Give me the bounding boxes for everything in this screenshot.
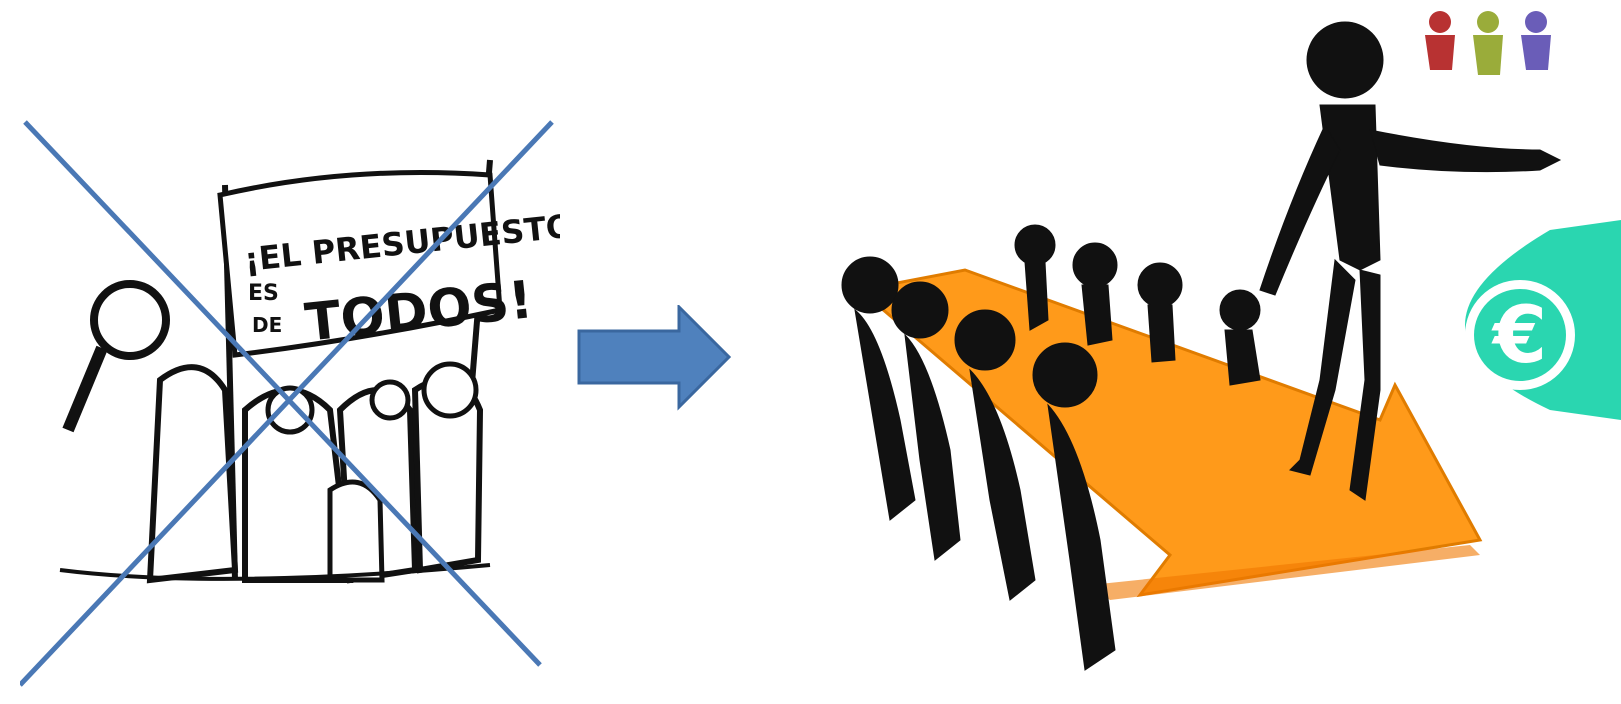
euro-badge-icon: € [1465, 220, 1621, 420]
euro-symbol: € [1491, 291, 1547, 381]
banner-line-2: ES [248, 281, 279, 306]
leader-scene: € [820, 0, 1621, 704]
people-icon [1425, 11, 1551, 75]
follower-figures [841, 224, 1261, 671]
leader-figure [1259, 21, 1562, 501]
right-arrow-icon [575, 305, 735, 415]
cross-line-1 [23, 120, 542, 667]
cross-line-2 [20, 120, 554, 687]
protest-cartoon-illustration: ¡EL PRESUPUESTO ES DE TODOS! [20, 120, 560, 687]
banner-line-3: DE [252, 313, 282, 337]
crossed-out-cartoon: ¡EL PRESUPUESTO ES DE TODOS! [20, 110, 560, 690]
